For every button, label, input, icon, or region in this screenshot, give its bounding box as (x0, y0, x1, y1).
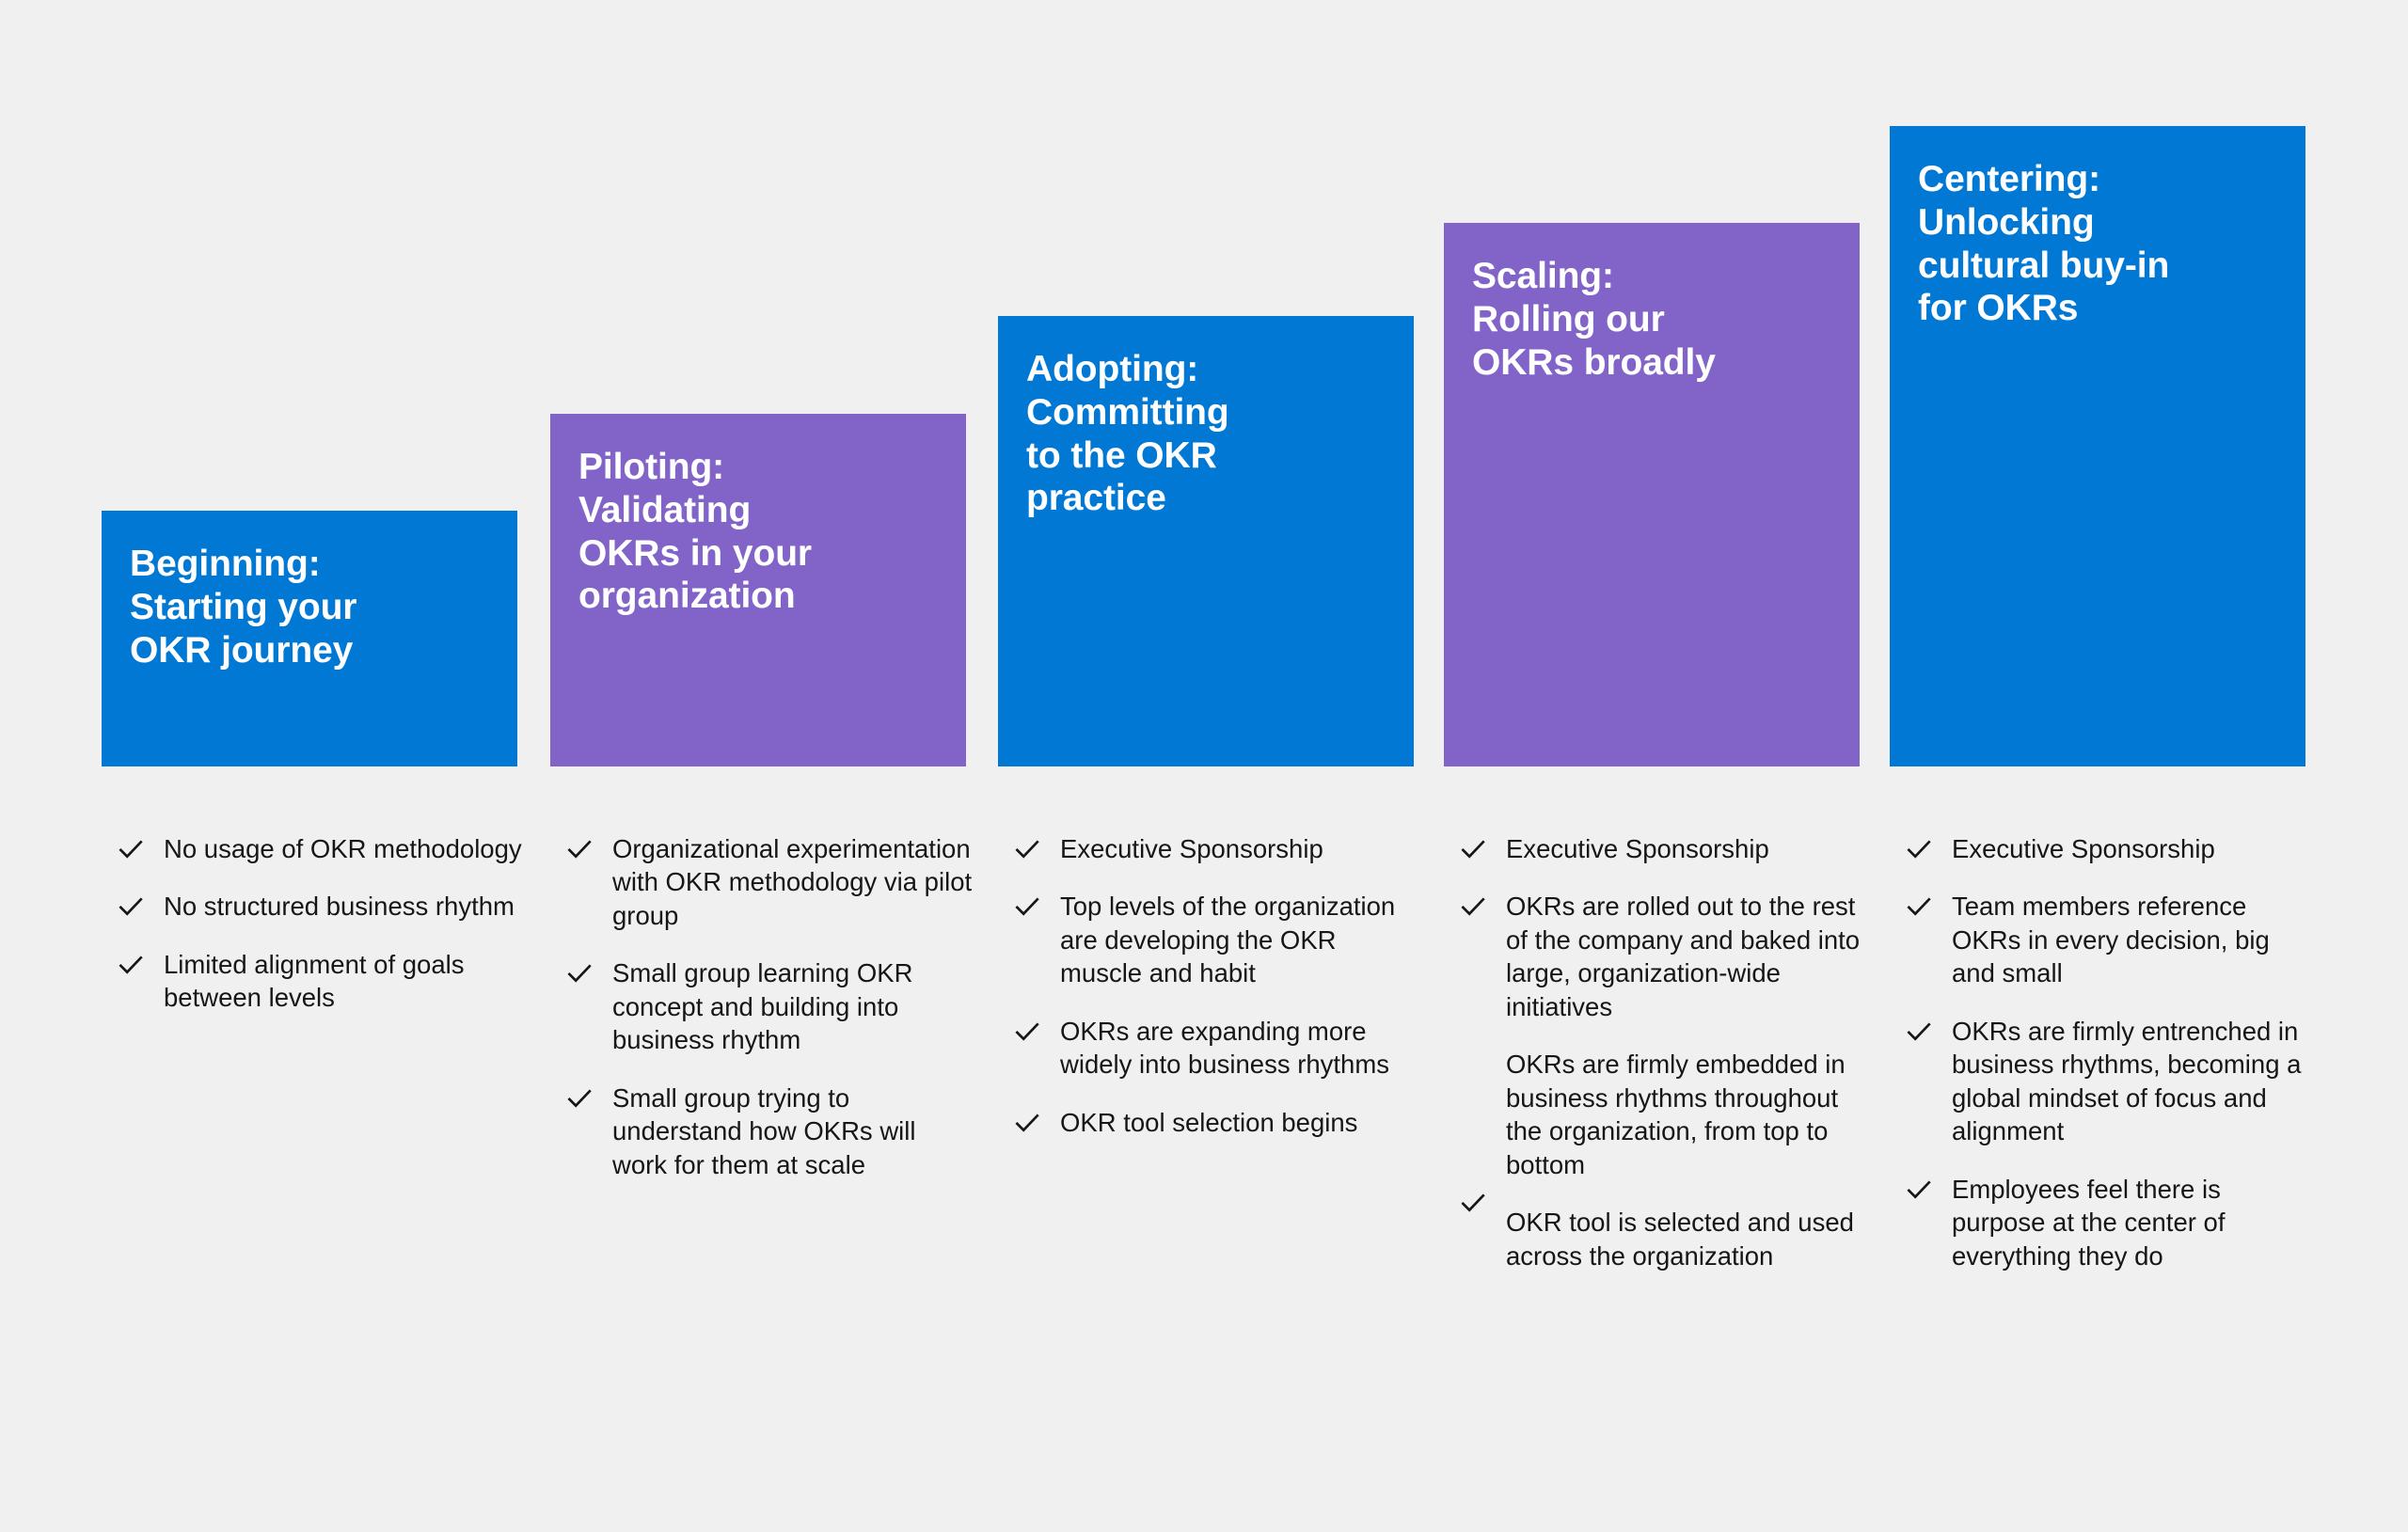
check-icon (1903, 1016, 1935, 1048)
stage-header-box-scaling[interactable]: Scaling: Rolling our OKRs broadly (1444, 223, 1860, 766)
stage-header-box-piloting[interactable]: Piloting: Validating OKRs in your organi… (550, 414, 966, 766)
stage-bullet-list-piloting: Organizational experimentation with OKR … (550, 832, 975, 1206)
list-item-label: Small group learning OKR concept and bui… (612, 958, 913, 1055)
check-icon (1903, 833, 1935, 865)
list-item-label: No usage of OKR methodology (164, 834, 522, 863)
stage-header-box-adopting[interactable]: Adopting: Committing to the OKR practice (998, 316, 1414, 766)
check-icon (563, 957, 595, 989)
list-item: OKRs are expanding more widely into busi… (998, 1015, 1423, 1082)
stage-title-scaling: Scaling: Rolling our OKRs broadly (1472, 256, 1716, 383)
check-icon (563, 1082, 595, 1114)
list-item: OKRs are rolled out to the rest of the c… (1444, 890, 1869, 1023)
list-item-label: Small group trying to understand how OKR… (612, 1082, 916, 1179)
list-item: Executive Sponsorship (1890, 832, 2315, 865)
check-icon (1457, 833, 1489, 865)
list-item: OKR tool is selected and used across the… (1444, 1206, 1869, 1272)
stage-header-box-centering[interactable]: Centering: Unlocking cultural buy-in for… (1890, 126, 2305, 766)
list-item: Small group learning OKR concept and bui… (550, 956, 975, 1056)
list-item: Limited alignment of goals between level… (102, 948, 527, 1015)
check-icon (1011, 833, 1043, 865)
list-item: OKRs are firmly entrenched in business r… (1890, 1015, 2315, 1148)
check-icon (115, 833, 147, 865)
list-item-label: OKRs are rolled out to the rest of the c… (1506, 892, 1861, 1021)
check-icon (563, 833, 595, 865)
stage-bullet-list-beginning: No usage of OKR methodology No structured… (102, 832, 527, 1039)
check-icon (1011, 1016, 1043, 1048)
list-item-label: OKR tool is selected and used across the… (1506, 1208, 1854, 1271)
list-item: Executive Sponsorship (998, 832, 1423, 865)
list-item: Executive Sponsorship (1444, 832, 1869, 865)
stage-title-adopting: Adopting: Committing to the OKR practice (1026, 349, 1229, 519)
list-item: OKR tool selection begins (998, 1106, 1423, 1139)
list-item: Top levels of the organization are devel… (998, 890, 1423, 989)
list-item-label: Team members reference OKRs in every dec… (1952, 892, 2270, 988)
list-item-label: Limited alignment of goals between level… (164, 949, 465, 1013)
list-item: Small group trying to understand how OKR… (550, 1082, 975, 1181)
check-icon (1457, 891, 1489, 923)
check-icon (115, 891, 147, 923)
list-item: Team members reference OKRs in every dec… (1890, 890, 2315, 989)
check-icon (1457, 1187, 1489, 1219)
list-item-label: Employees feel there is purpose at the c… (1952, 1174, 2226, 1271)
list-item-label: OKRs are firmly entrenched in business r… (1952, 1016, 2302, 1146)
list-item-label: Organizational experimentation with OKR … (612, 834, 973, 930)
list-item-label: Executive Sponsorship (1060, 834, 1323, 863)
list-item-label: OKR tool selection begins (1060, 1107, 1358, 1137)
list-item: OKRs are firmly embedded in business rhy… (1444, 1048, 1869, 1212)
list-item-label: No structured business rhythm (164, 892, 515, 922)
list-item: No usage of OKR methodology (102, 832, 527, 865)
list-item-label: Executive Sponsorship (1952, 834, 2215, 863)
list-item-label: OKRs are firmly embedded in business rhy… (1506, 1050, 1846, 1179)
list-item: Employees feel there is purpose at the c… (1890, 1173, 2315, 1272)
check-icon (1903, 1174, 1935, 1206)
check-icon (1011, 1107, 1043, 1139)
check-icon (1903, 891, 1935, 923)
stage-header-box-beginning[interactable]: Beginning: Starting your OKR journey (102, 511, 517, 766)
list-item-label: Executive Sponsorship (1506, 834, 1769, 863)
stage-title-beginning: Beginning: Starting your OKR journey (130, 544, 357, 671)
list-item-label: OKRs are expanding more widely into busi… (1060, 1016, 1390, 1080)
list-item: No structured business rhythm (102, 890, 527, 923)
list-item-label: Top levels of the organization are devel… (1060, 892, 1396, 988)
check-icon (1011, 891, 1043, 923)
stage-title-piloting: Piloting: Validating OKRs in your organi… (578, 447, 812, 617)
check-icon (115, 949, 147, 981)
stage-title-centering: Centering: Unlocking cultural buy-in for… (1918, 159, 2170, 329)
list-item: Organizational experimentation with OKR … (550, 832, 975, 932)
